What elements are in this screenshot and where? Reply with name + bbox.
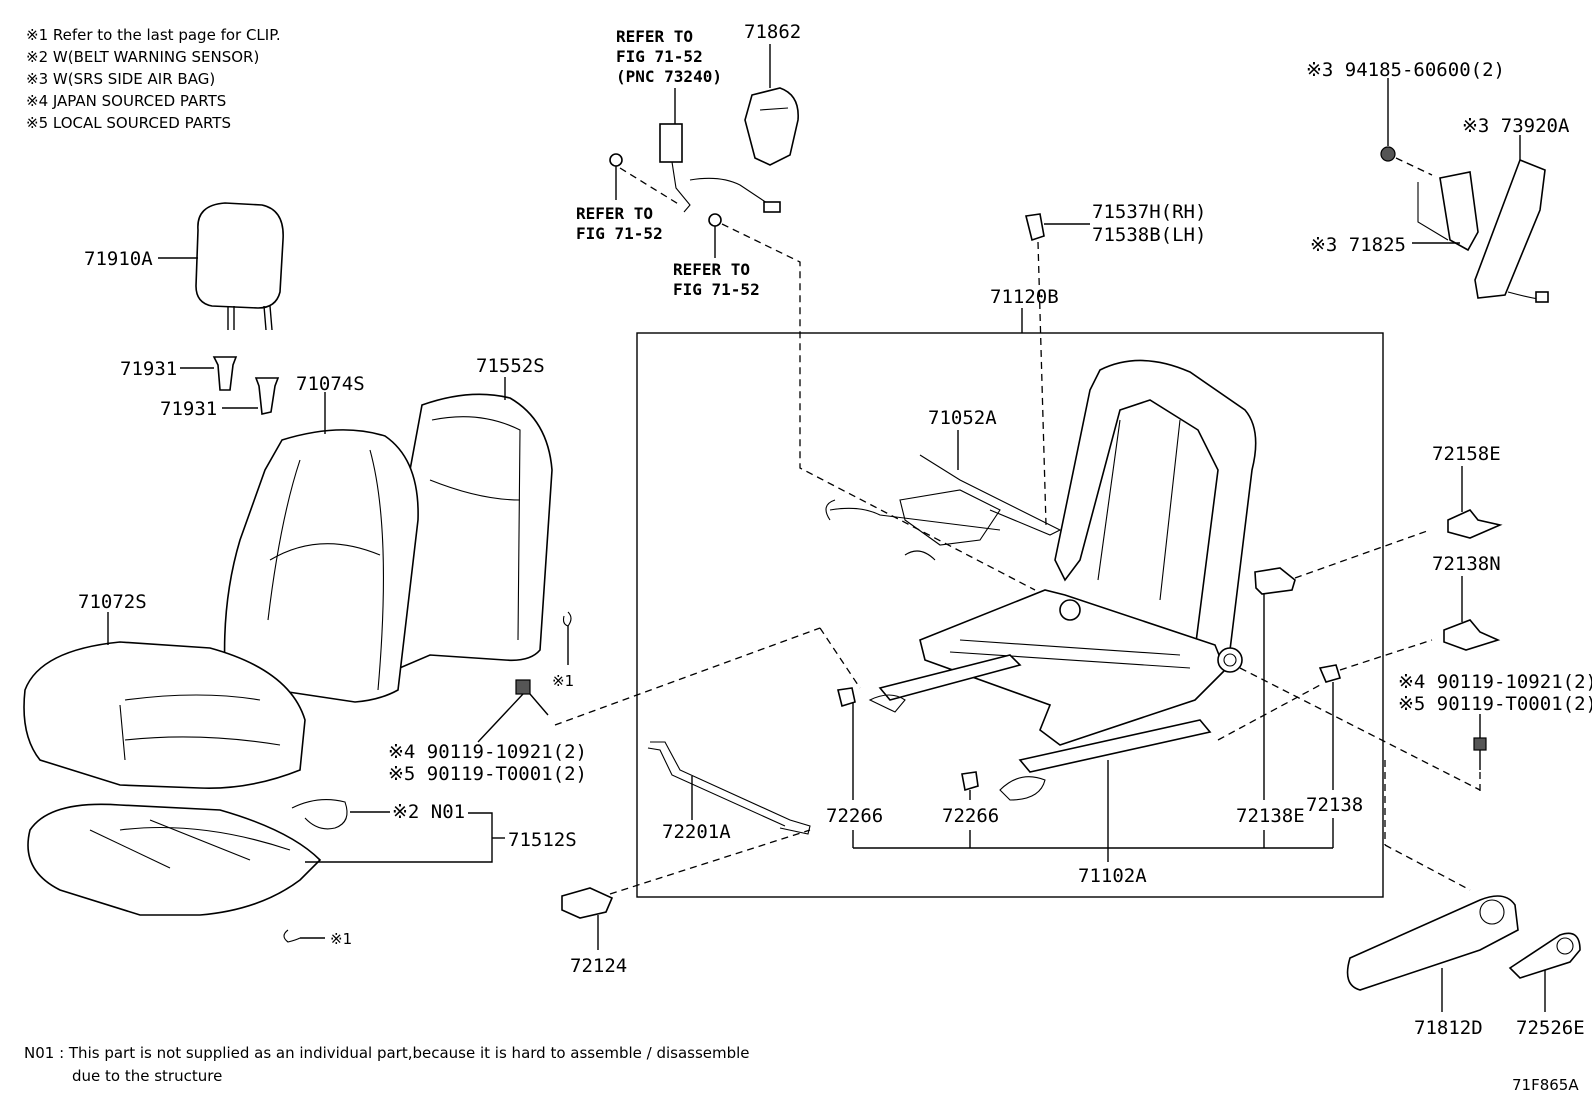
figure-code: 71F865A — [1512, 1076, 1579, 1094]
label-71552S: 71552S — [476, 355, 545, 377]
label-72124: 72124 — [570, 955, 627, 977]
label-72266-a: 72266 — [826, 805, 883, 827]
dash-shield-2 — [1384, 844, 1471, 891]
footnote-line-1: N01 : This part is not supplied as an in… — [24, 1044, 750, 1062]
clip-72266-b-drawing — [961, 771, 979, 792]
label-71910A: 71910A — [84, 248, 153, 270]
label-bolt-right-2: ※5 90119-T0001(2) — [1398, 693, 1592, 715]
airbag-bracket-drawing — [1417, 171, 1479, 252]
sensor-cover-drawing — [744, 87, 799, 166]
dash-bolt-right-frame — [1239, 667, 1481, 791]
label-71931-a: 71931 — [120, 358, 177, 380]
footnote-line-2: due to the structure — [72, 1067, 222, 1085]
cover-clip-drawing — [1025, 213, 1045, 242]
side-airbag-drawing — [1474, 158, 1549, 303]
clip-72138-drawing — [1318, 664, 1342, 683]
dash-buckle — [619, 167, 681, 206]
label-73920A: ※3 73920A — [1462, 115, 1570, 137]
label-72138: 72138 — [1306, 794, 1363, 816]
label-bolt-left-2: ※5 90119-T0001(2) — [388, 763, 587, 785]
cover-72124-drawing — [561, 887, 614, 919]
leader-bolt-left — [477, 693, 524, 743]
frame-assembly-box — [636, 332, 1384, 898]
label-72158E: 72158E — [1432, 443, 1501, 465]
ref-left-1: REFER TO — [576, 204, 653, 223]
bolt-right-drawing — [1473, 737, 1487, 770]
dash-72124 — [609, 829, 811, 895]
label-71812D: 71812D — [1414, 1017, 1483, 1039]
label-N01: ※2 N01 — [392, 801, 465, 823]
dash-nut — [1395, 157, 1433, 176]
label-72138N: 72138N — [1432, 553, 1501, 575]
note-4: ※4 JAPAN SOURCED PARTS — [26, 92, 226, 110]
label-72138E: 72138E — [1236, 805, 1305, 827]
ref-mid-1: REFER TO — [673, 260, 750, 279]
label-71074S: 71074S — [296, 373, 365, 395]
label-bolt-right-1: ※4 90119-10921(2) — [1398, 671, 1592, 693]
note-5: ※5 LOCAL SOURCED PARTS — [26, 114, 231, 132]
headrest-drawing — [195, 202, 284, 331]
cover-72158E-drawing — [1447, 509, 1503, 539]
label-94185: ※3 94185-60600(2) — [1306, 59, 1505, 81]
outer-shield-drawing — [1346, 895, 1519, 991]
belt-sensor-drawing — [291, 799, 348, 830]
ref-left-2: FIG 71-52 — [576, 224, 663, 243]
label-72266-b: 72266 — [942, 805, 999, 827]
label-71931-b: 71931 — [160, 398, 217, 420]
dash-cover-clip — [1037, 241, 1047, 526]
label-71825: ※3 71825 — [1310, 234, 1406, 256]
label-71538B: 71538B(LH) — [1092, 224, 1206, 246]
label-71072S: 71072S — [78, 591, 147, 613]
clip-72266-a-drawing — [837, 687, 856, 708]
label-71052A: 71052A — [928, 407, 997, 429]
ref-mid-2: FIG 71-52 — [673, 280, 760, 299]
dash-bolt-left-2 — [819, 627, 861, 689]
cover-72138E-drawing — [1254, 567, 1296, 595]
headrest-support-drawing — [212, 356, 280, 415]
label-71862: 71862 — [744, 21, 801, 43]
ref-top-1: REFER TO — [616, 27, 693, 46]
label-clip-1a: ※1 — [552, 672, 574, 690]
label-72201A: 72201A — [662, 821, 731, 843]
note-3: ※3 W(SRS SIDE AIR BAG) — [26, 70, 215, 88]
nut-94185-drawing — [1380, 146, 1396, 162]
seatback-cover-drawing — [223, 393, 553, 703]
seatbelt-buckle-drawing — [609, 123, 781, 227]
note-1: ※1 Refer to the last page for CLIP. — [26, 26, 281, 44]
ref-top-2: FIG 71-52 — [616, 47, 703, 66]
seat-frame-drawing — [825, 359, 1257, 801]
clip-icon-lower — [283, 929, 301, 943]
label-71120B: 71120B — [990, 286, 1059, 308]
label-bolt-left-1: ※4 90119-10921(2) — [388, 741, 587, 763]
cushion-pad-drawing — [27, 803, 322, 916]
label-71512S: 71512S — [508, 829, 577, 851]
dash-72138 — [1339, 639, 1433, 671]
note-2: ※2 W(BELT WARNING SENSOR) — [26, 48, 259, 66]
label-71102A: 71102A — [1078, 865, 1147, 887]
cover-72138N-drawing — [1443, 619, 1501, 651]
dash-bolt-left — [554, 627, 821, 726]
notes-block: ※1 Refer to the last page for CLIP. ※2 W… — [26, 26, 281, 132]
clip-icon — [562, 611, 572, 627]
label-clip-1b: ※1 — [330, 930, 352, 948]
knob-drawing — [1508, 932, 1581, 979]
dash-72138-frame — [1217, 683, 1323, 741]
label-72526E: 72526E — [1516, 1017, 1585, 1039]
bolt-left-drawing — [515, 679, 549, 716]
dash-72138E — [1294, 529, 1431, 579]
ref-top-3: (PNC 73240) — [616, 67, 722, 86]
cable-drawing — [650, 741, 811, 835]
label-71537H: 71537H(RH) — [1092, 201, 1206, 223]
cushion-cover-drawing — [23, 641, 306, 789]
